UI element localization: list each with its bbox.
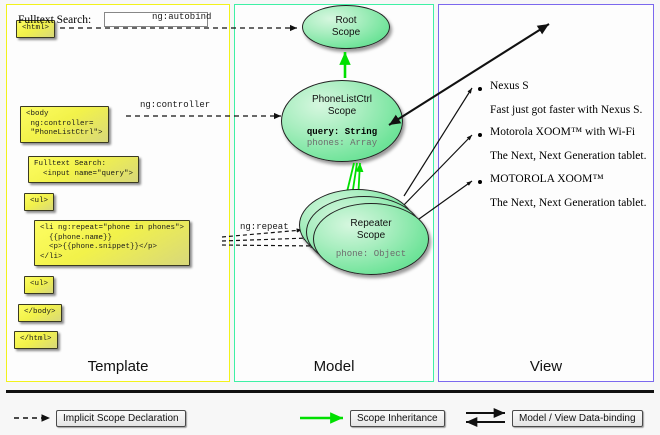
scope-repeater-title-1: Repeater [350,218,392,229]
scope-repeater-field-phone: phone: Object [335,249,407,259]
view-item-name-1: Motorola XOOM™ with Wi-Fi [490,126,636,138]
legend-item-implicit-scope-declaration: Implicit Scope Declaration [56,410,186,427]
scope-repeater: Repeater Scope phone: Object [313,203,429,275]
panel-model-label: Model [313,358,355,375]
scope-root-title-2: Scope [331,27,361,38]
view-bullet-1 [478,133,482,137]
panel-template-label: Template [87,358,149,375]
code-box-fulltext-search: Fulltext Search: <input name="query"> [28,156,140,183]
view-search-input[interactable] [104,12,208,27]
view-bullet-0 [478,87,482,91]
view-item-snippet-1: The Next, Next Generation tablet. [490,150,647,162]
view-item-snippet-0: Fast just got faster with Nexus S. [490,104,643,116]
legend-item-model-view-data-binding: Model / View Data-binding [512,410,643,427]
panel-view: View [438,4,654,382]
code-box-html-close: </html> [14,331,58,349]
edge-label-ng-controller: ng:controller [140,100,211,110]
code-box-body-open: <body ng:controller= "PhoneListCtrl"> [20,106,109,143]
code-box-li-repeat: <li ng:repeat="phone in phones"> {{phone… [34,220,191,266]
view-item-name-0: Nexus S [490,80,529,92]
scope-root-title-1: Root [335,15,357,26]
code-box-ul-close: <ul> [24,276,55,294]
scope-root: Root Scope [302,5,390,49]
panel-view-label: View [529,358,563,375]
code-box-ul-open: <ul> [24,193,55,211]
legend-separator [6,390,654,393]
view-search-label: Fulltext Search: [18,14,92,26]
view-bullet-2 [478,180,482,184]
code-box-html-open: <html> [16,20,56,38]
scope-phonelistctrl-title-2: Scope [327,105,357,117]
scope-phonelistctrl-field-phones: phones: Array [306,137,378,148]
edge-label-ng-autobind: ng:autobind [152,12,212,22]
scope-repeater-title-2: Scope [356,230,386,241]
view-item-name-2: MOTOROLA XOOM™ [490,173,604,185]
scope-phonelistctrl-title-1: PhoneListCtrl [311,93,373,105]
scope-phonelistctrl-field-query: query: String [306,126,378,137]
edge-label-ng-repeat: ng:repeat [240,222,289,232]
view-item-snippet-2: The Next, Next Generation tablet. [490,197,647,209]
code-box-body-close: </body> [18,304,62,322]
legend-item-scope-inheritance: Scope Inheritance [350,410,445,427]
scope-phonelistctrl: PhoneListCtrl Scope query: String phones… [281,80,403,162]
